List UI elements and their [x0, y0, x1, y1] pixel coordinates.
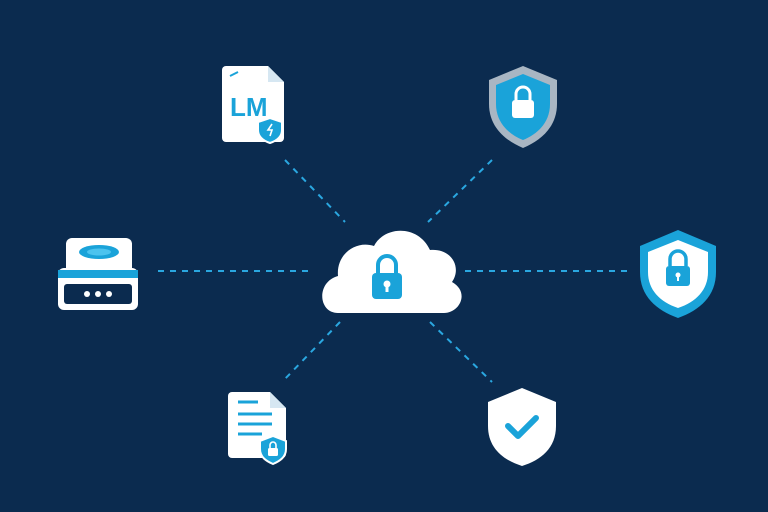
connector-doc-lock — [281, 321, 341, 383]
connector-check-shield — [429, 321, 493, 383]
document-lock-icon — [228, 392, 287, 466]
document-label: LM — [230, 92, 268, 122]
grey-lock-shield-icon — [489, 66, 557, 148]
connector-document-shield — [284, 159, 346, 223]
document-shield-icon: LM — [222, 66, 284, 145]
blue-lock-shield-icon — [640, 230, 716, 318]
connector-grey-lock-shield — [427, 159, 493, 223]
server-drive-icon — [58, 238, 138, 310]
check-shield-icon — [488, 388, 556, 466]
cloud-lock-icon — [322, 230, 462, 313]
connectors — [158, 159, 630, 383]
